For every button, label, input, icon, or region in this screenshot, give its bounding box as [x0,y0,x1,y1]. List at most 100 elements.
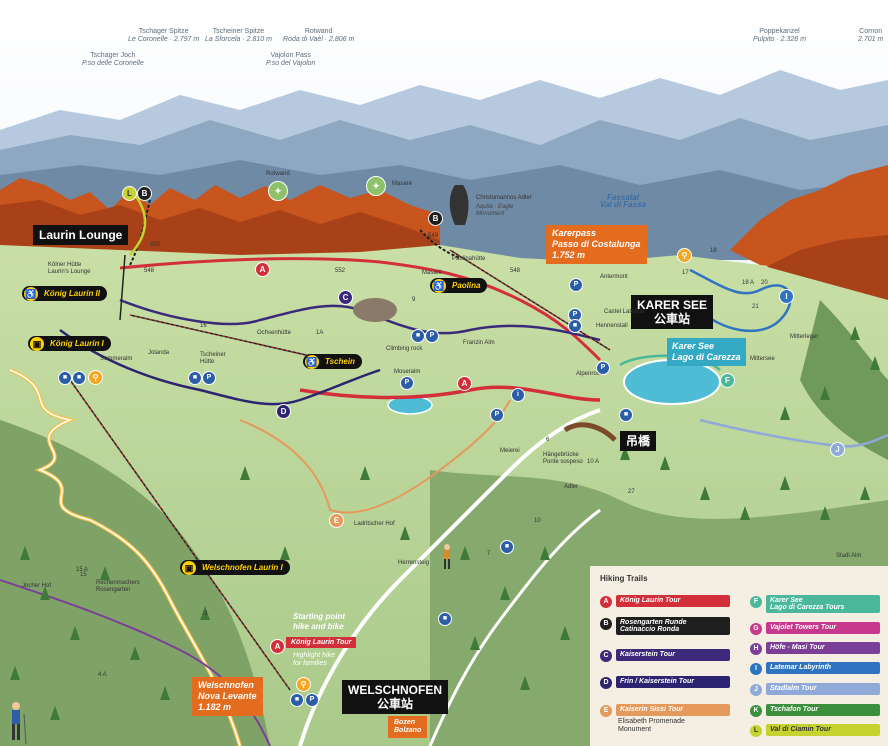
bus-icon[interactable]: ■ [438,612,452,626]
parking-icon[interactable]: P [202,371,216,385]
parking-icon[interactable]: P [596,361,610,375]
parking-icon[interactable]: P [490,408,504,422]
lift-paolina[interactable]: ♿ Paolina [430,278,488,293]
bus-icon[interactable]: ■ [72,371,86,385]
legend-badge: G [750,623,762,635]
trail-badge-B[interactable]: B [137,186,152,201]
bus-icon[interactable]: ■ [500,540,514,554]
place-alpenrose: Alpenrose [576,371,604,377]
peak-name: Tschager Joch [90,52,136,59]
legend-label: Latemar Labyrinth [766,662,880,674]
karer-see-bus-stop-label[interactable]: KARER SEE 公車站 [631,295,714,329]
hiker-icon [12,702,27,745]
suspension-bridge-label[interactable]: 吊橋 [620,431,657,451]
place-franzin-alm: Franzin Alm [463,340,495,346]
lift-label: Tschein [325,357,355,366]
legend-badge: J [750,684,762,696]
trail-number: 552 [335,268,346,274]
legend-label: Karer See Lago di Carezza Tours [766,595,880,613]
trail-badge-J[interactable]: J [830,442,845,457]
legend-badge: K [750,705,762,717]
lift-tschein[interactable]: ♿Tschein [303,354,362,369]
legend-label: Höfe - Masi Tour [766,642,880,654]
trail-number: 9 [412,297,416,303]
bus-icon[interactable]: ■ [290,693,304,707]
bus-icon[interactable]: ■ [619,408,633,422]
trail-badge-F[interactable]: F [720,373,735,388]
welschnofen-bus-stop-label[interactable]: WELSCHNOFEN 公車站 [342,680,448,714]
bus-icon[interactable]: ■ [188,371,202,385]
starting-point-title: Starting point hike and bike [293,612,345,631]
trail-number: 15 [80,572,87,578]
trail-badge-B[interactable]: B [428,211,443,226]
place-christomannos: Christomannos Adler [476,195,532,201]
info-icon[interactable]: i [511,388,525,402]
trail-number: 3 [204,611,208,617]
bike-icon[interactable]: ⚲ [88,370,103,385]
legend-label: Vajolet Towers Tour [766,622,880,634]
lift-label: Paolina [452,281,481,290]
legend-label-main: Rosengarten Runde [620,619,687,626]
peak-sub: Roda di Vaèl · 2.806 m [283,36,355,43]
bus-icon[interactable]: ■ [58,371,72,385]
hiking-trails-legend: Hiking Trails A König Laurin Tour B Rose… [590,566,888,746]
peak-sub: Pulpito · 2.328 m [753,36,806,43]
lift-koenig-laurin-1[interactable]: ▣ König Laurin I [28,336,111,351]
gondola-icon: ▣ [30,337,44,351]
lift-label: König Laurin I [50,339,104,348]
laurin-lounge-label[interactable]: Laurin Lounge [33,225,129,245]
place-mittersee: Mittersee [750,356,775,362]
start-tour-desc: Highlight hike for families [293,652,336,667]
peak-name: Tscheiner Spitze [212,28,265,35]
trail-number: 549 [428,233,439,239]
parking-icon[interactable]: P [425,329,439,343]
place-rotwand: Rotwand [266,171,290,177]
trail-badge-A[interactable]: A [457,376,472,391]
place-haengebruecke: Hängebrücke Ponte sospeso [543,452,583,465]
bozen-label: Bozen Bolzano [388,716,428,738]
trail-number: 4 A [98,672,107,678]
legend-label: Kaiserin Sissi Tour [616,704,730,716]
trail-badge-A[interactable]: A [270,639,285,654]
start-tour-label[interactable]: König Laurin Tour [286,637,357,648]
trail-badge-A[interactable]: A [255,262,270,277]
climbing-icon[interactable]: ✦ [366,176,386,196]
bus-icon[interactable]: ■ [568,319,582,333]
trail-badge-D[interactable]: D [276,404,291,419]
trail-badge-L[interactable]: L [122,186,137,201]
trail-number: 10 [534,518,541,524]
trail-badge-I[interactable]: I [779,289,794,304]
karerpass-label: Karerpass Passo di Costalunga 1.752 m [546,225,647,264]
parking-icon[interactable]: P [569,278,583,292]
place-jolanda: Jolanda [148,350,170,356]
bike-icon[interactable]: ⚲ [296,677,311,692]
place-herrensteig: Herrensteig [398,560,430,566]
bike-icon[interactable]: ⚲ [677,248,692,263]
place-masare-top: Masarè [392,181,413,187]
lift-welschnofen-laurin[interactable]: ▣Welschnofen Laurin I [180,560,290,575]
peak-sub: P.so del Vajolon [266,60,316,67]
chairlift-icon: ♿ [432,279,446,293]
legend-badge: H [750,643,762,655]
climbing-icon[interactable]: ✦ [268,181,288,201]
trail-number: 10 A [587,459,600,465]
peak-sub: Le Coronelle · 2.797 m [128,36,200,43]
lift-koenig-laurin-2[interactable]: ♿König Laurin II [22,286,107,301]
parking-icon[interactable]: P [305,693,319,707]
legend-title: Hiking Trails [600,574,648,583]
place-ochsenhuette: Ochsenhütte [257,330,292,336]
trail-badge-C[interactable]: C [338,290,353,305]
legend-label: Kaiserstein Tour [616,649,730,661]
bus-icon[interactable]: ■ [411,329,425,343]
place-climbing-rock: Climbing rock [386,346,423,352]
legend-label: König Laurin Tour [616,595,730,607]
parking-icon[interactable]: P [400,376,414,390]
place-adler: Adler [564,484,579,490]
trail-badge-E[interactable]: E [329,513,344,528]
legend-label: Frin / Kaiserstein Tour [616,676,730,688]
place-sommeralm: Sommeralm [100,356,133,362]
